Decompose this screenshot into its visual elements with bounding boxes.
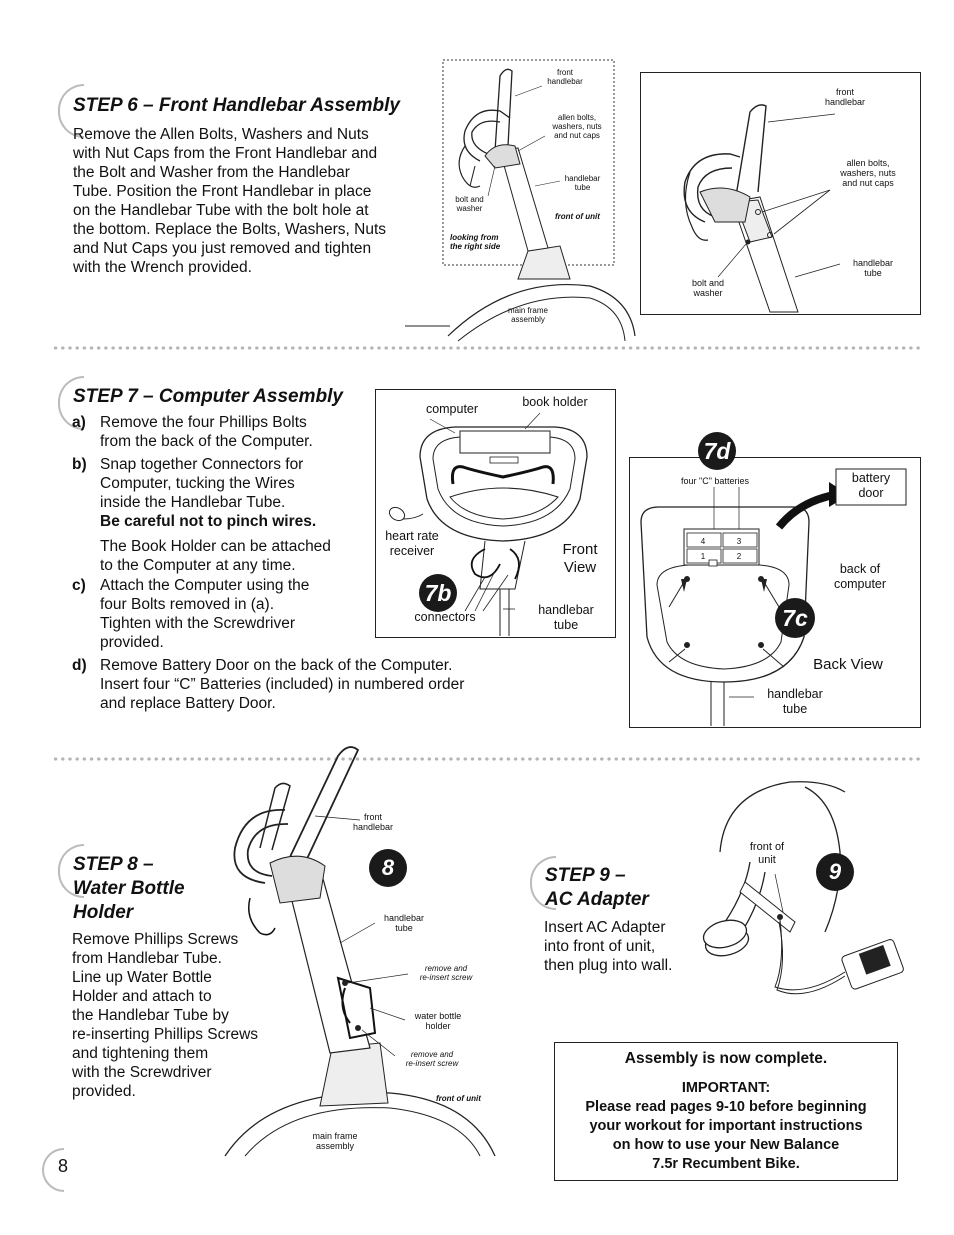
step7-back-illustration [640, 468, 907, 726]
step7-title: STEP 7 – Computer Assembly [73, 386, 343, 407]
badge-7b: 7b [419, 574, 457, 612]
section-divider [52, 346, 922, 350]
step7-front-figure [375, 389, 616, 638]
badge-9: 9 [816, 853, 854, 891]
step9-body: Insert AC Adapter into front of unit, th… [544, 919, 673, 974]
text-line: Tube. Position the Front Handlebar in pl… [73, 183, 372, 200]
label-four-c-batteries: four "C" batteries [681, 476, 749, 486]
step9-title: STEP 9 –AC Adapter [545, 865, 649, 910]
battery-cell-1: 1 [700, 552, 706, 561]
step7-back-figure [629, 457, 921, 728]
text-line: with the Wrench provided. [73, 259, 252, 276]
text-line: with Nut Caps from the Front Handlebar a… [73, 145, 378, 162]
step8-body: Remove Phillips Screws from Handlebar Tu… [72, 931, 259, 1100]
text-line: on how to use your New Balance [612, 1137, 840, 1153]
badge-7d: 7d [698, 432, 736, 470]
step6-right-figure [640, 72, 921, 315]
complete-heading: Assembly is now complete. [624, 1050, 828, 1067]
text-line: Please read pages 9-10 before beginning [585, 1099, 867, 1115]
label-back-view: Back View [813, 656, 883, 673]
step6-body: Remove the Allen Bolts, Washers and Nuts… [73, 125, 433, 277]
text-line: 7.5r Recumbent Bike. [652, 1156, 800, 1172]
page-number: 8 [58, 1156, 69, 1176]
text-line: the bottom. Replace the Bolts, Washers, … [73, 221, 387, 238]
text-line: on the Handlebar Tube with the bolt hole… [73, 202, 369, 219]
step6-left-illustration [405, 59, 636, 342]
battery-cell-3: 3 [736, 537, 742, 546]
badge-8: 8 [369, 849, 407, 887]
step8-illustration [224, 746, 496, 1157]
label-connectors: connectors [414, 610, 476, 624]
assembly-complete-box: Assembly is now complete. IMPORTANT: Ple… [554, 1042, 898, 1181]
text-line: your workout for important instructions [589, 1118, 863, 1134]
label-front-of-unit: front of unit [555, 212, 600, 221]
label-book-holder: book holder [522, 395, 588, 409]
label-front-of-unit: front of unit [436, 1094, 481, 1103]
step9-illustration [702, 781, 904, 995]
battery-cell-4: 4 [700, 537, 706, 546]
text-line: the Bolt and Washer from the Handlebar [73, 164, 350, 181]
text-line: and Nut Caps you just removed and tighte… [73, 240, 372, 257]
section-divider [52, 757, 922, 761]
important-label: IMPORTANT: [681, 1080, 771, 1096]
step6-title: STEP 6 – Front Handlebar Assembly [73, 95, 400, 116]
badge-7c: 7c [775, 598, 815, 638]
battery-cell-2: 2 [736, 552, 742, 561]
label-computer: computer [425, 402, 479, 416]
step7-front-illustration [388, 412, 588, 636]
warning-note: Be careful not to pinch wires. [100, 513, 317, 530]
step6-right-illustration [683, 104, 841, 313]
text-line: Remove the Allen Bolts, Washers and Nuts [73, 126, 369, 143]
